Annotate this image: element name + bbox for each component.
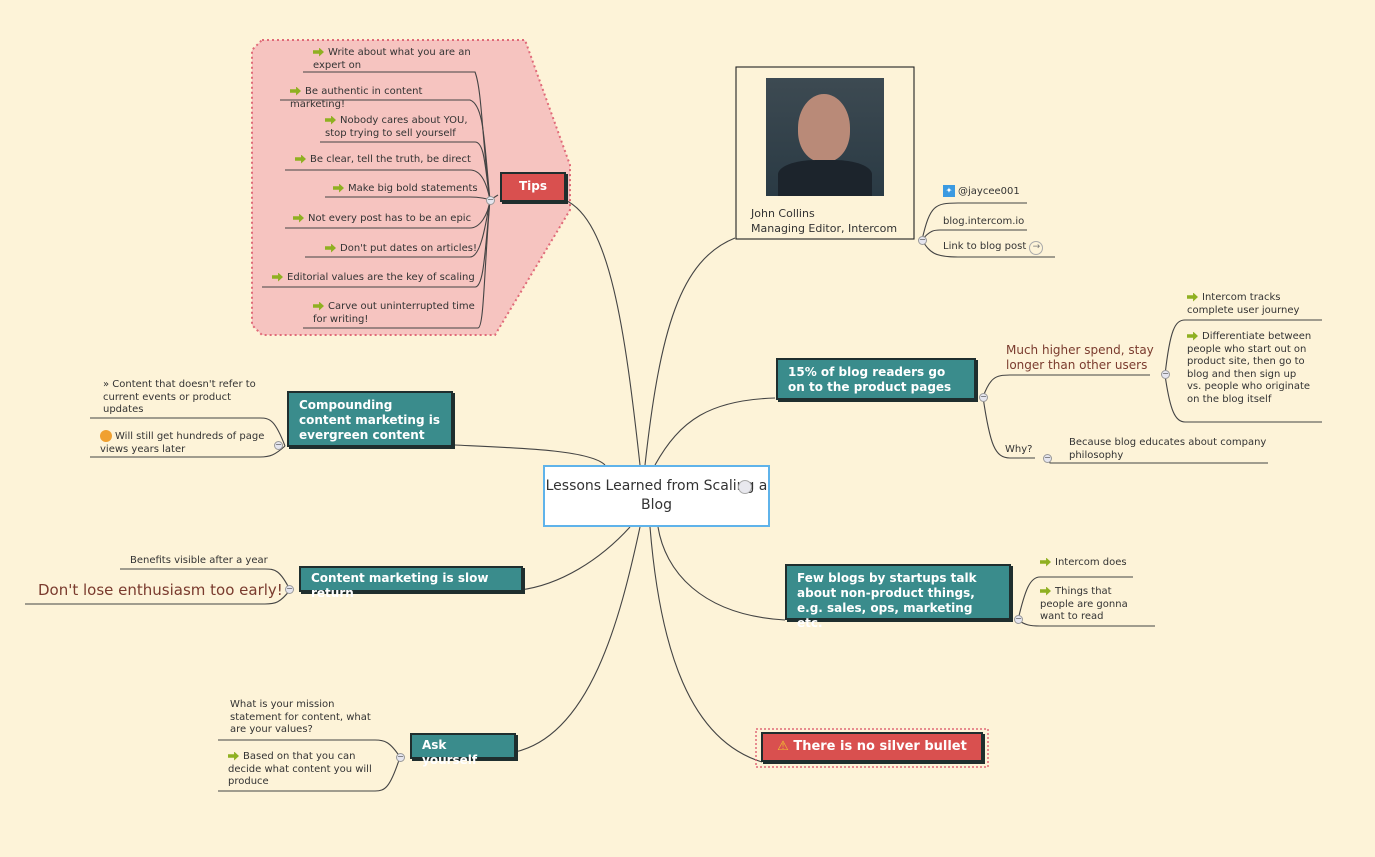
collapse-icon[interactable]: −: [274, 440, 283, 450]
ask-yourself-node[interactable]: Ask yourself: [410, 733, 516, 767]
twitter-icon: ✦: [943, 185, 955, 197]
collapse-icon[interactable]: −: [1014, 614, 1023, 624]
collapse-icon[interactable]: −: [285, 584, 294, 594]
compounding-item: Will still get hundreds of page views ye…: [100, 430, 265, 455]
collapse-icon[interactable]: −: [1043, 453, 1052, 463]
collapse-icon[interactable]: −: [486, 195, 495, 205]
silver-bullet-node[interactable]: ⚠ There is no silver bullet: [761, 732, 983, 762]
arrow-icon: [333, 183, 344, 193]
collapse-icon[interactable]: −: [1161, 369, 1170, 379]
arrow-icon: [1187, 292, 1198, 302]
arrow-icon: [295, 154, 306, 164]
arrow-icon: [325, 243, 336, 253]
tips-node[interactable]: Tips: [500, 172, 566, 202]
arrow-icon: [290, 86, 301, 96]
note-icon[interactable]: [738, 480, 752, 494]
tip-item: Be authentic in content marketing!: [290, 86, 423, 110]
profile-role: Managing Editor, Intercom: [751, 222, 898, 235]
central-topic[interactable]: Lessons Learned from Scaling a Blog: [543, 465, 770, 527]
arrow-icon: [313, 47, 324, 57]
arrow-icon: [228, 751, 239, 761]
collapse-icon[interactable]: −: [918, 235, 927, 245]
tip-item: Write about what you are an expert on: [313, 47, 471, 71]
link-arrow-icon: →: [1029, 241, 1044, 255]
tips-area: [251, 39, 571, 336]
compounding-node[interactable]: Compounding content marketing is evergre…: [287, 391, 453, 447]
ask-item: Based on that you can decide what conten…: [228, 751, 372, 787]
tip-item: Editorial values are the key of scaling: [272, 272, 477, 285]
arrow-icon: [293, 213, 304, 223]
compounding-item: » Content that doesn't refer to current …: [103, 379, 256, 415]
slow-return-node[interactable]: Content marketing is slow return: [299, 566, 523, 600]
tip-item: Not every post has to be an epic: [293, 213, 478, 226]
profile-photo: [766, 78, 884, 196]
collapse-icon[interactable]: −: [396, 752, 405, 762]
arrow-icon: [313, 301, 324, 311]
profile-name: John Collins: [751, 207, 815, 220]
blog-post-link[interactable]: Link to blog post →: [943, 241, 1044, 255]
tip-item: Make big bold statements: [333, 183, 478, 196]
why-item: Because blog educates about company phil…: [1069, 437, 1267, 461]
blog-link[interactable]: blog.intercom.io: [943, 216, 1025, 227]
readers-sub-spend: Much higher spend, stay longer than othe…: [1006, 343, 1154, 372]
few-blogs-node[interactable]: Few blogs by startups talk about non-pro…: [785, 564, 1011, 630]
few-blogs-item: Things that people are gonna want to rea…: [1040, 586, 1128, 622]
readers-sub-why: Why?: [1005, 444, 1033, 455]
avatar-body: [778, 160, 872, 196]
warning-icon: ⚠: [777, 739, 789, 754]
ask-item: What is your mission statement for conte…: [230, 699, 371, 735]
arrow-icon: [272, 272, 283, 282]
readers-node[interactable]: 15% of blog readers go on to the product…: [776, 358, 976, 400]
avatar: [798, 94, 850, 162]
tip-item: Be clear, tell the truth, be direct: [295, 154, 480, 167]
arrow-icon: [1040, 586, 1051, 596]
few-blogs-item: Intercom does: [1040, 557, 1127, 570]
twitter-link[interactable]: ✦@jaycee001: [943, 185, 1020, 199]
tip-item: Nobody cares about YOU, stop trying to s…: [325, 115, 468, 139]
arrow-icon: [1040, 557, 1051, 567]
arrow-icon: [1187, 331, 1198, 341]
slow-return-item: Benefits visible after a year: [130, 555, 268, 566]
tip-item: Don't put dates on articles!: [325, 243, 480, 256]
smiley-icon: [100, 430, 112, 442]
collapse-icon[interactable]: −: [979, 392, 988, 402]
slow-return-highlight: Don't lose enthusiasm too early!: [38, 581, 283, 599]
arrow-icon: [325, 115, 336, 125]
tip-item: Carve out uninterrupted time for writing…: [313, 301, 475, 325]
readers-item: Intercom tracks complete user journey: [1187, 292, 1300, 316]
readers-item: Differentiate between people who start o…: [1187, 331, 1312, 405]
